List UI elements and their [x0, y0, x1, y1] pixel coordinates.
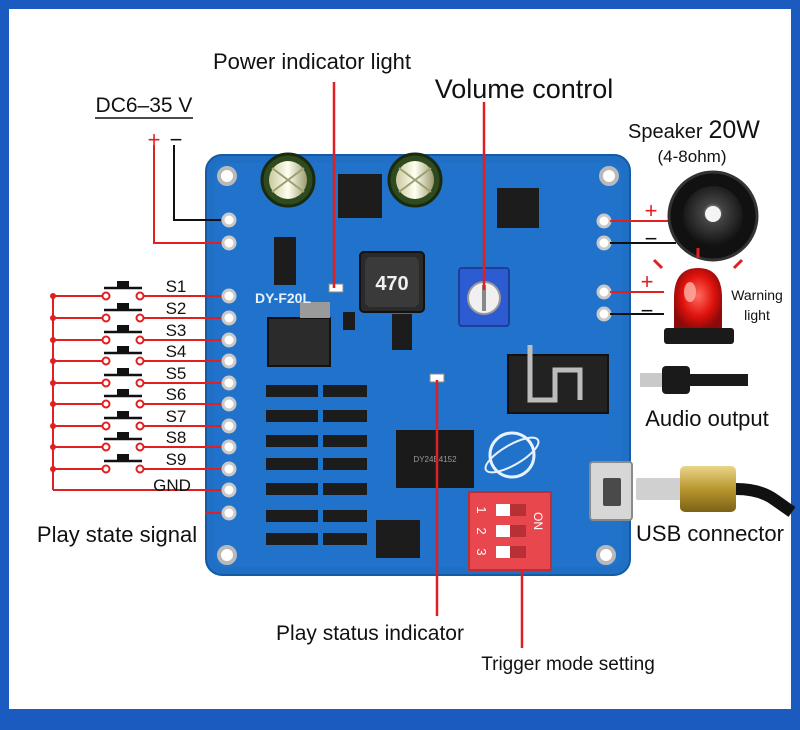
switch-s2: S2 [50, 299, 221, 323]
audio-jack [507, 345, 609, 414]
speaker-prefix: Speaker [628, 121, 703, 143]
volume-control-label: Volume control [435, 74, 614, 104]
switch-s6: S6 [50, 385, 221, 409]
dc-plus-label: + [148, 127, 161, 152]
inductor-marking: 470 [375, 273, 408, 295]
board-logo [484, 431, 540, 479]
dip-number-2: 2 [474, 527, 489, 534]
pcb-board: 470 DY-F20L [205, 152, 633, 576]
speaker-minus: − [645, 226, 658, 251]
switch-s5: S5 [50, 364, 221, 388]
switch-label: S9 [166, 450, 187, 469]
ic-chip [497, 188, 539, 228]
dip-on-label: ON [531, 512, 545, 530]
power-indicator-label: Power indicator light [213, 49, 411, 74]
switch-s8: S8 [50, 428, 221, 452]
warning-minus: − [641, 298, 654, 323]
warning-light-icon [652, 248, 744, 344]
volume-potentiometer[interactable] [458, 267, 510, 327]
usb-port[interactable] [589, 461, 633, 521]
wires [52, 82, 676, 648]
speaker-icon [667, 170, 759, 262]
gnd-label: GND [153, 476, 191, 495]
switch-s1: S1 [50, 277, 221, 301]
warning-light-label-line: Warning [731, 287, 783, 303]
board-model-label: DY-F20L [255, 290, 311, 306]
chip-marking: DY24E4152 [413, 455, 457, 464]
dc-minus-label: − [170, 127, 183, 152]
switch-label: S5 [166, 364, 187, 383]
audio-output-label: Audio output [645, 406, 769, 431]
speaker-plus: + [645, 198, 658, 223]
trigger-mode-label: Trigger mode setting [481, 654, 655, 675]
labels: Power indicator light Volume control DC6… [37, 49, 784, 675]
warning-light-label: Warning light [731, 287, 783, 323]
switch-label: S8 [166, 428, 187, 447]
main-chip: DY24E4152 [396, 430, 474, 488]
play-status-indicator-label: Play status indicator [276, 622, 464, 645]
switch-label: S6 [166, 385, 187, 404]
ic-chip [338, 174, 382, 218]
warning-light-label-line: light [744, 307, 770, 323]
audio-plug-icon [640, 366, 748, 394]
header-pins [221, 212, 237, 521]
switch-s9: S9 [50, 450, 221, 474]
speaker-label: Speaker 20W [628, 116, 760, 144]
usb-connector-label: USB connector [636, 521, 784, 546]
play-state-signal-label: Play state signal [37, 522, 197, 547]
speaker-power: 20W [709, 116, 761, 144]
capacitors [260, 152, 443, 208]
dip-number-3: 3 [474, 548, 489, 555]
switch-label: S7 [166, 407, 187, 426]
speaker-ohm-label: (4-8ohm) [658, 147, 727, 166]
warning-plus: + [641, 269, 654, 294]
switch-s3: S3 [50, 321, 221, 345]
switch-label: S1 [166, 277, 187, 296]
power-led [328, 283, 344, 293]
usb-cable-icon [636, 466, 796, 517]
switch-label: S4 [166, 342, 187, 361]
dc-supply-label: DC6–35 V [96, 94, 193, 117]
switch-s4: S4 [50, 342, 221, 366]
switch-s7: S7 [50, 407, 221, 431]
inductor: 470 [359, 251, 425, 313]
switch-label: S2 [166, 299, 187, 318]
dip-number-1: 1 [474, 506, 489, 513]
ic-chip [376, 520, 420, 558]
switch-label: S3 [166, 321, 187, 340]
dip-switch[interactable]: 1 2 3 ON [468, 491, 552, 571]
